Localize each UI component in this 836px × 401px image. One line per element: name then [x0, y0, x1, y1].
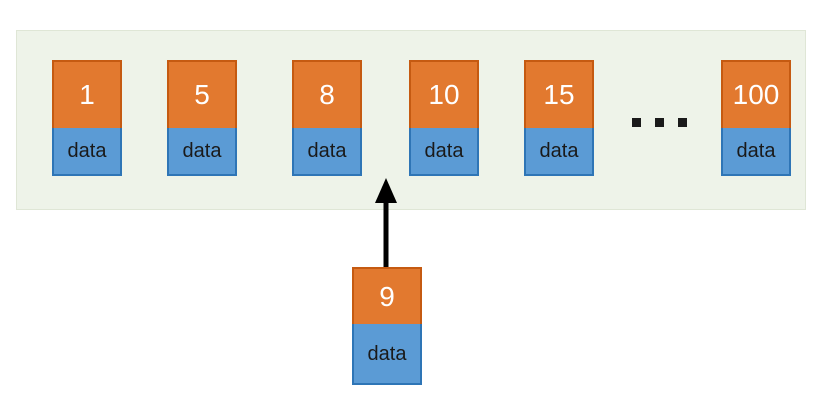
node-key-cell: 15: [524, 60, 594, 128]
node-key-cell: 8: [292, 60, 362, 128]
array-node-0[interactable]: 1 data: [52, 60, 122, 176]
node-data-cell: data: [352, 324, 422, 385]
node-data-cell: data: [292, 128, 362, 176]
node-key-cell: 5: [167, 60, 237, 128]
ellipsis-dot: [678, 118, 687, 127]
array-node-2[interactable]: 8 data: [292, 60, 362, 176]
insertion-arrow: [375, 178, 397, 270]
node-key-cell: 10: [409, 60, 479, 128]
ellipsis-dot: [655, 118, 664, 127]
node-key-cell: 1: [52, 60, 122, 128]
node-data-cell: data: [52, 128, 122, 176]
array-node-1[interactable]: 5 data: [167, 60, 237, 176]
node-key-cell: 9: [352, 267, 422, 324]
node-data-cell: data: [167, 128, 237, 176]
node-data-cell: data: [524, 128, 594, 176]
array-node-3[interactable]: 10 data: [409, 60, 479, 176]
array-node-4[interactable]: 15 data: [524, 60, 594, 176]
node-data-cell: data: [721, 128, 791, 176]
array-node-5[interactable]: 100 data: [721, 60, 791, 176]
node-data-cell: data: [409, 128, 479, 176]
node-key-cell: 100: [721, 60, 791, 128]
ellipsis-dot: [632, 118, 641, 127]
inserted-node[interactable]: 9 data: [352, 267, 422, 385]
ellipsis-indicator: [632, 118, 687, 127]
